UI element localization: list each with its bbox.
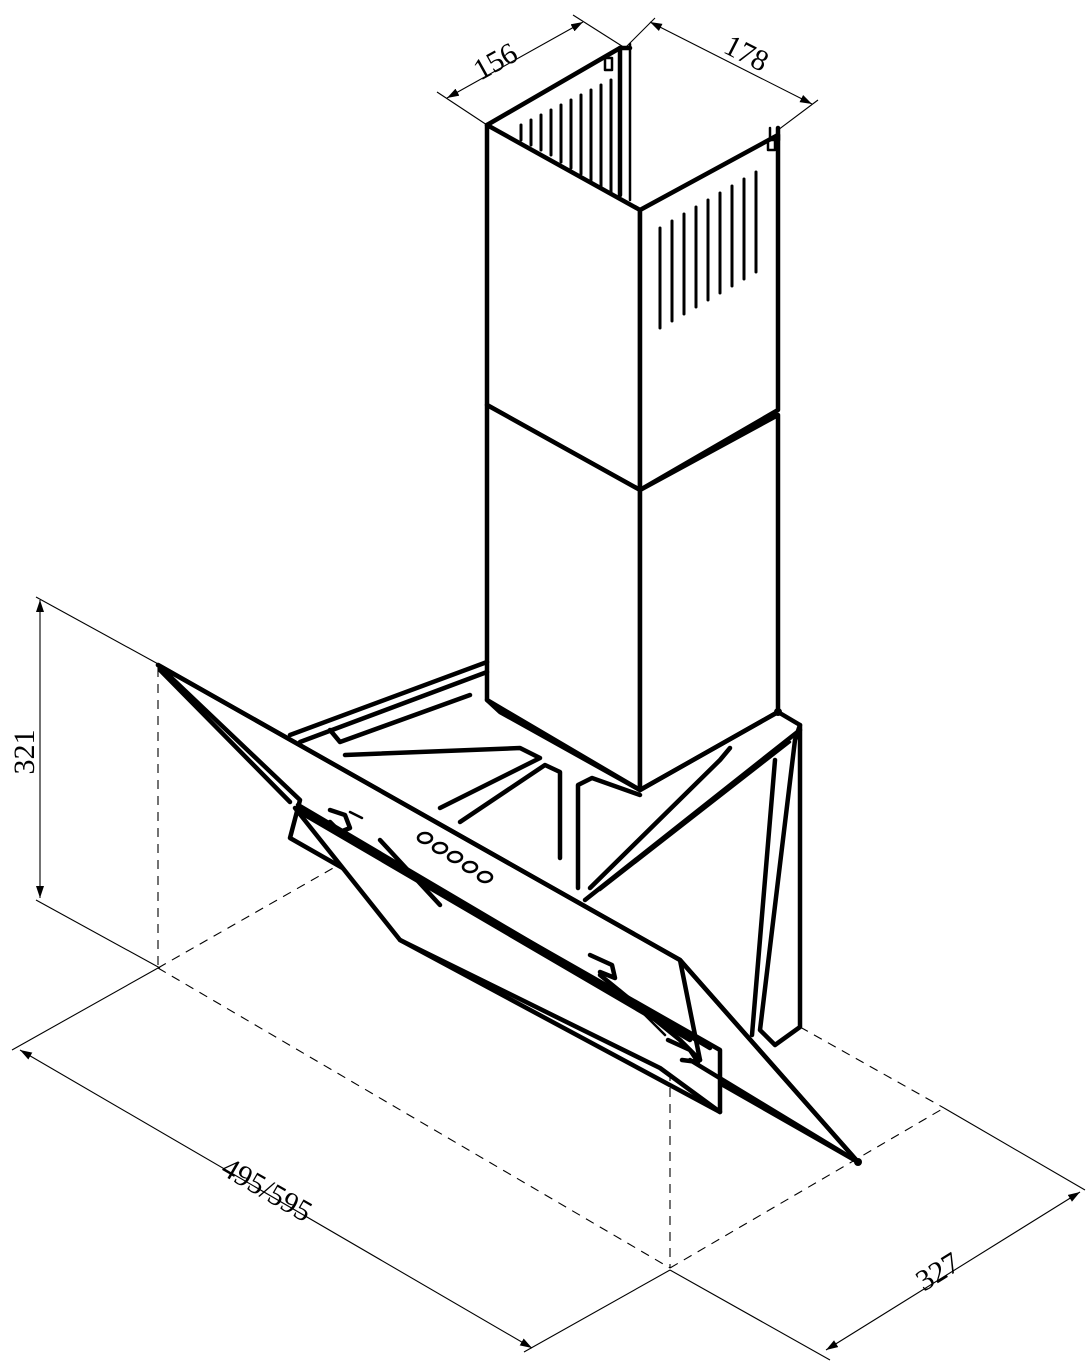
label-height: 321 <box>8 730 41 775</box>
dashed-wall-base <box>799 1026 945 1109</box>
button-3 <box>446 850 464 864</box>
hinge-right <box>587 952 618 981</box>
glass-outline <box>155 662 861 1165</box>
linkage-left <box>377 837 443 908</box>
frame-rail-3 <box>457 762 563 861</box>
glass-panel <box>155 662 862 1166</box>
hinge-left <box>327 807 353 835</box>
button-1 <box>416 831 434 845</box>
ext-line-178-right <box>777 99 819 131</box>
ext-line-327-left <box>669 1269 831 1361</box>
glass-lower-edge <box>397 937 723 1115</box>
dim-line-156 <box>446 21 584 99</box>
button-2 <box>431 841 449 855</box>
chimney-tab <box>603 56 614 72</box>
frame-top-right-inner <box>598 740 792 892</box>
linkage-right-inner <box>618 988 667 1037</box>
dashed-floor-right <box>669 1107 945 1269</box>
chimney-tab-right <box>766 138 777 152</box>
dashed-floor-front <box>157 967 671 1269</box>
dim-line-178 <box>649 21 813 105</box>
dimension-lines <box>11 14 1086 1361</box>
label-chimney-depth: 178 <box>719 29 774 79</box>
ext-line-327-right <box>943 1107 1086 1191</box>
glass-right-fold <box>677 957 703 1063</box>
frame-rail-2 <box>342 745 543 811</box>
button-5 <box>476 870 494 884</box>
frame-rail-1 <box>327 692 473 745</box>
side-vent-slots <box>658 170 758 330</box>
motor-frame <box>287 659 803 1048</box>
ext-line-width-right <box>523 1269 671 1353</box>
label-width: 495/595 <box>216 1151 318 1229</box>
frame-rail-5 <box>587 745 733 891</box>
frame-top-right <box>582 727 803 903</box>
frame-back-inner <box>297 669 490 745</box>
glass-bottom-right <box>687 1057 861 1165</box>
frame-bolt <box>774 708 782 716</box>
glass-corner-point <box>854 1158 862 1166</box>
dim-line-327 <box>825 1191 1081 1351</box>
glass-top-edge <box>157 667 293 805</box>
ext-line-321-bottom <box>35 899 161 969</box>
control-strip-bottom <box>297 809 693 1043</box>
back-vent-slots <box>519 78 613 194</box>
ext-line-width-left <box>11 967 159 1051</box>
frame-back-top <box>287 659 490 738</box>
label-depth: 327 <box>910 1246 966 1298</box>
control-buttons <box>327 807 703 1065</box>
hinge-left-pin <box>348 810 364 820</box>
dim-line-width <box>19 1049 533 1349</box>
ext-line-321-top <box>35 596 161 666</box>
chimney <box>484 42 781 793</box>
label-chimney-width: 156 <box>468 36 523 87</box>
frame-rail-4 <box>575 775 643 891</box>
dashed-floor-left <box>157 866 336 969</box>
side-panel <box>757 722 803 1048</box>
ext-line-156-left <box>436 91 488 126</box>
side-panel-brace <box>749 757 778 1038</box>
hinge-right-lower <box>665 1037 701 1065</box>
frame-base-left <box>484 697 643 793</box>
button-4 <box>461 860 479 874</box>
ext-line-156-right <box>572 14 626 49</box>
